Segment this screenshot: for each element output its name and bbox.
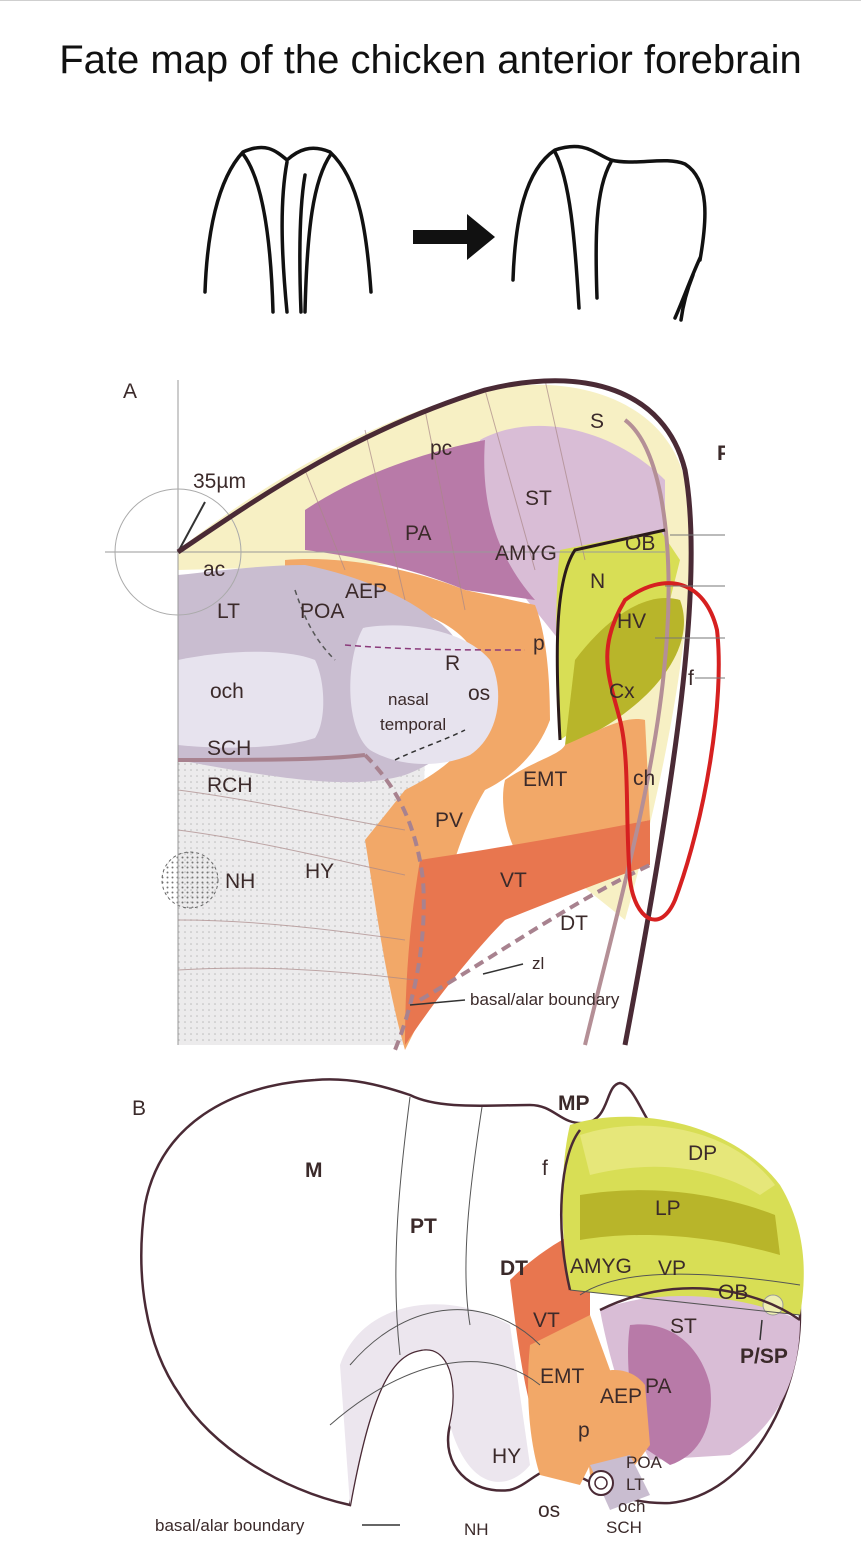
label-m-b: M	[305, 1159, 323, 1182]
label-cx: Cx	[609, 680, 635, 703]
label-sch-b: SCH	[606, 1518, 642, 1537]
label-emt: EMT	[523, 768, 568, 791]
label-ob: OB	[625, 532, 655, 555]
label-poa: POA	[300, 600, 344, 623]
label-st-b: ST	[670, 1315, 697, 1338]
plate-left-outline	[205, 147, 371, 292]
region-och	[178, 652, 323, 748]
label-nh: NH	[225, 870, 255, 893]
label-aep: AEP	[345, 580, 387, 603]
label-os-b: os	[538, 1499, 560, 1522]
label-dt-b: DT	[500, 1257, 528, 1280]
label-ch: ch	[633, 767, 655, 790]
label-st: ST	[525, 487, 552, 510]
panel-b-brain-schematic: B M PT DT MP f DP LP AMYG VP OB VT ST P/…	[110, 1065, 830, 1545]
label-temporal: temporal	[380, 715, 446, 734]
label-sch: SCH	[207, 737, 251, 760]
label-pc: pc	[430, 437, 452, 460]
label-psp-a: P/SP	[717, 442, 725, 465]
label-hy: HY	[305, 860, 334, 883]
label-f-b: f	[542, 1157, 548, 1180]
scale-label: 35µm	[193, 470, 246, 493]
region-nh	[162, 852, 218, 908]
label-lt-b: LT	[626, 1475, 645, 1494]
label-ob-b: OB	[718, 1281, 748, 1304]
label-nasal: nasal	[388, 690, 429, 709]
label-dp-b: DP	[688, 1142, 717, 1165]
label-vt: VT	[500, 869, 527, 892]
label-r: R	[445, 652, 460, 675]
label-poa-b: POA	[626, 1453, 663, 1472]
label-aep-b: AEP	[600, 1385, 642, 1408]
label-f: f	[688, 667, 694, 690]
label-nh-b: NH	[464, 1520, 489, 1539]
label-psp-b: P/SP	[740, 1345, 788, 1368]
label-pt-b: PT	[410, 1215, 437, 1238]
label-dt: DT	[560, 912, 588, 935]
neural-plate-schematic	[195, 140, 715, 325]
label-mp-b: MP	[558, 1092, 590, 1115]
region-hy-b	[340, 1304, 530, 1505]
label-och: och	[210, 680, 244, 703]
label-amyg-b: AMYG	[570, 1255, 632, 1278]
label-p: p	[533, 632, 545, 655]
label-rch: RCH	[207, 774, 253, 797]
label-pa: PA	[405, 522, 431, 545]
label-pa-b: PA	[645, 1375, 671, 1398]
label-hv: HV	[617, 610, 646, 633]
panel-a-fate-map: A 35µm pc S ST PA AMYG OB ac AEP N HV LT…	[105, 360, 725, 1060]
label-s: S	[590, 410, 604, 433]
label-vp-b: VP	[658, 1257, 686, 1280]
label-os: os	[468, 682, 490, 705]
plate-right-fold-1	[555, 152, 579, 308]
figure-title: Fate map of the chicken anterior forebra…	[0, 38, 861, 83]
label-p-b: p	[578, 1419, 590, 1442]
plate-left-fold-4	[305, 154, 331, 312]
plate-right-fold-2	[596, 162, 611, 298]
label-lt: LT	[217, 600, 240, 623]
label-lp-b: LP	[655, 1197, 681, 1220]
arrow-icon	[413, 214, 495, 260]
label-n: N	[590, 570, 605, 593]
label-zl: zl	[532, 954, 544, 973]
label-basal-alar-a: basal/alar boundary	[470, 990, 620, 1009]
label-amyg: AMYG	[495, 542, 557, 565]
label-pv: PV	[435, 809, 463, 832]
label-ac: ac	[203, 558, 225, 581]
plate-left-fold-1	[243, 154, 273, 312]
panel-b-label: B	[132, 1097, 146, 1120]
label-emt-b: EMT	[540, 1365, 585, 1388]
panel-a-label: A	[123, 380, 137, 403]
label-och-b: och	[618, 1497, 645, 1516]
label-hy-b: HY	[492, 1445, 521, 1468]
plate-left-fold-2	[282, 162, 287, 312]
label-basal-alar-b: basal/alar boundary	[155, 1516, 305, 1535]
label-vt-b: VT	[533, 1309, 560, 1332]
